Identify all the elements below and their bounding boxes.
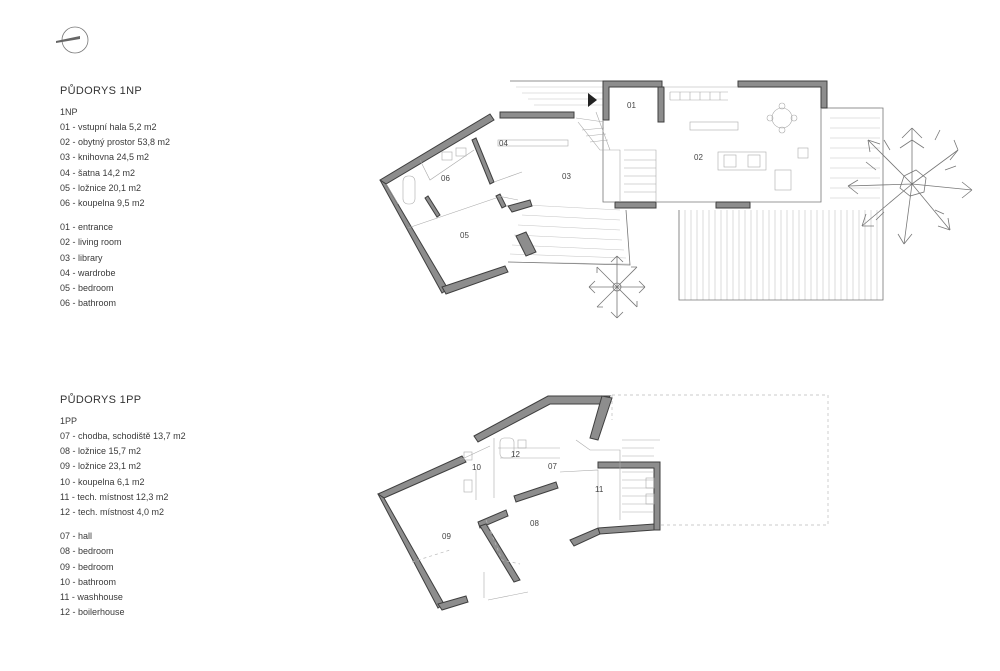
list-item: 02 - living room: [60, 237, 122, 248]
tree-icon: [847, 127, 973, 245]
room-label-12: 12: [511, 450, 520, 459]
list-item: 06 - koupelna 9,5 m2: [60, 198, 145, 209]
wall: [479, 523, 521, 583]
room-label-06: 06: [441, 174, 450, 183]
list-item: 05 - ložnice 20,1 m2: [60, 182, 142, 193]
wall: [569, 527, 601, 547]
legend-1pp: PŮDORYS 1PP 1PP 07 - chodba, schodiště 1…: [60, 394, 186, 629]
wall: [737, 80, 828, 109]
room-label-01: 01: [627, 101, 636, 110]
wall: [657, 86, 665, 123]
north-arrow-icon: [56, 26, 89, 54]
list-item: 04 - wardrobe: [60, 267, 116, 278]
wall: [589, 395, 613, 441]
wall: [441, 265, 509, 295]
floor-1np-level: 1NP: [60, 107, 78, 117]
list-item: 09 - ložnice 23,1 m2: [60, 461, 142, 472]
wall: [715, 201, 751, 209]
room-label-10: 10: [472, 463, 481, 472]
list-item: 08 - ložnice 15,7 m2: [60, 446, 142, 457]
room-list-cz-1np: 01 - vstupní hala 5,2 m2 02 - obytný pro…: [60, 120, 170, 211]
floor-1np-title: PŮDORYS 1NP: [60, 85, 142, 97]
list-item: 07 - hall: [60, 531, 93, 542]
plan-1np: 01 02 03 04 05 06: [379, 80, 973, 319]
wall: [424, 195, 441, 218]
room-label-04: 04: [499, 139, 508, 148]
wall: [507, 199, 533, 213]
wall: [495, 193, 507, 209]
list-item: 12 - tech. místnost 4,0 m2: [60, 507, 165, 518]
room-label-09: 09: [442, 532, 451, 541]
list-item: 05 - bedroom: [60, 283, 114, 294]
list-item: 08 - bedroom: [60, 546, 114, 557]
list-item: 04 - šatna 14,2 m2: [60, 167, 136, 178]
list-item: 03 - knihovna 24,5 m2: [60, 152, 150, 163]
legend-1np: PŮDORYS 1NP 1NP 01 - vstupní hala 5,2 m2…: [60, 85, 170, 320]
wall: [515, 231, 537, 257]
plan-1pp: 07 08 09 10 11 12: [376, 394, 829, 611]
entrance-arrow-icon: [588, 93, 597, 107]
furniture: [402, 102, 809, 205]
wall: [513, 481, 559, 503]
fixtures-1pp: [463, 437, 655, 505]
stairs-1pp: [575, 439, 660, 520]
room-list-cz-1pp: 07 - chodba, schodiště 13,7 m2 08 - ložn…: [60, 429, 186, 520]
room-label-03: 03: [562, 172, 571, 181]
room-label-11: 11: [595, 485, 604, 494]
room-label-05: 05: [460, 231, 469, 240]
deck-right: [678, 107, 884, 301]
room-label-02: 02: [694, 153, 703, 162]
tree-icon: [588, 255, 646, 319]
wall: [471, 137, 495, 185]
list-item: 03 - library: [60, 252, 103, 263]
room-list-en-1pp: 07 - hall 08 - bedroom 09 - bedroom 10 -…: [60, 529, 186, 620]
wall: [437, 595, 469, 611]
list-item: 07 - chodba, schodiště 13,7 m2: [60, 431, 186, 441]
list-item: 06 - bathroom: [60, 298, 117, 309]
room-label-08: 08: [530, 519, 539, 528]
room-list-en-1np: 01 - entrance 02 - living room 03 - libr…: [60, 220, 170, 311]
list-item: 01 - vstupní hala 5,2 m2: [60, 122, 157, 132]
list-item: 10 - bathroom: [60, 576, 117, 587]
wall: [377, 493, 445, 609]
wall: [477, 509, 509, 529]
list-item: 11 - tech. místnost 12,3 m2: [60, 491, 169, 502]
list-item: 09 - bedroom: [60, 561, 114, 572]
stairs-1np: [577, 121, 657, 202]
wall: [614, 201, 657, 209]
list-item: 11 - washhouse: [60, 592, 123, 603]
list-item: 10 - koupelna 6,1 m2: [60, 476, 145, 487]
wall: [499, 111, 575, 119]
list-item: 12 - boilerhouse: [60, 607, 125, 618]
room-label-07: 07: [548, 462, 557, 471]
wall: [473, 395, 611, 443]
wall: [376, 455, 467, 499]
list-item: 01 - entrance: [60, 222, 114, 233]
floor-1pp-level: 1PP: [60, 416, 78, 426]
wall: [597, 523, 655, 535]
list-item: 02 - obytný prostor 53,8 m2: [60, 137, 171, 148]
wall: [379, 179, 449, 294]
floor-1pp-title: PŮDORYS 1PP: [60, 394, 142, 406]
